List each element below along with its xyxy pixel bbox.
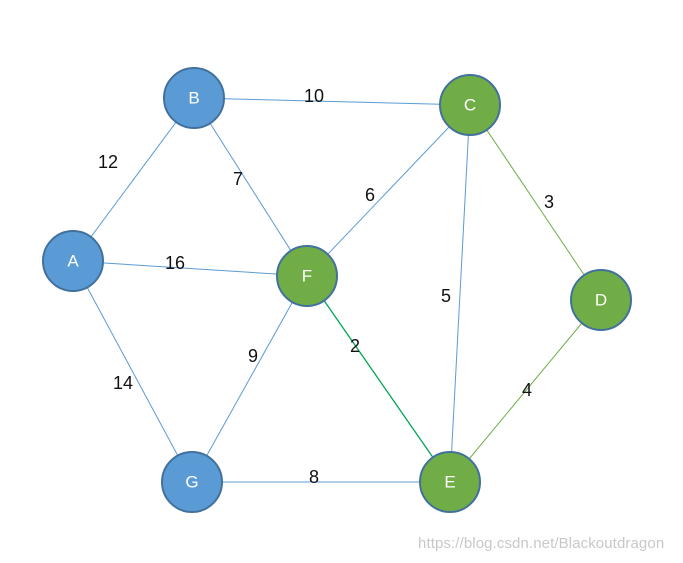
edge-c-d bbox=[469, 104, 602, 301]
node-circle-d bbox=[570, 269, 632, 331]
edge-b-c bbox=[193, 97, 471, 106]
edge-b-f bbox=[193, 97, 308, 277]
edge-weight-a-g: 14 bbox=[113, 373, 133, 393]
node-circle-a bbox=[42, 230, 104, 292]
node-f: F bbox=[276, 245, 338, 307]
node-g: G bbox=[161, 451, 223, 513]
node-label-b: B bbox=[188, 88, 199, 107]
node-circle-c bbox=[439, 74, 501, 136]
edge-weight-g-e: 8 bbox=[309, 467, 319, 487]
edge-weight-b-c: 10 bbox=[304, 86, 324, 106]
node-label-e: E bbox=[444, 472, 455, 491]
edge-a-b bbox=[72, 97, 195, 262]
node-e: E bbox=[419, 451, 481, 513]
node-label-g: G bbox=[185, 472, 198, 491]
edge-weight-f-g: 9 bbox=[248, 346, 258, 366]
edge-weight-b-f: 7 bbox=[233, 169, 243, 189]
node-label-a: A bbox=[67, 251, 79, 270]
edge-weights: 12 10 7 16 14 6 3 5 2 9 8 4 bbox=[98, 86, 554, 487]
node-label-c: C bbox=[464, 95, 476, 114]
edge-weight-c-d: 3 bbox=[544, 192, 554, 212]
edge-weight-a-f: 16 bbox=[165, 253, 185, 273]
edge-weight-c-e: 5 bbox=[441, 286, 451, 306]
nodes: A B C D E F G bbox=[42, 67, 632, 513]
node-d: D bbox=[570, 269, 632, 331]
node-circle-f bbox=[276, 245, 338, 307]
edge-weight-a-b: 12 bbox=[98, 152, 118, 172]
watermark-text: https://blog.csdn.net/Blackoutdragon bbox=[418, 535, 665, 552]
edge-a-g bbox=[72, 260, 193, 483]
edge-a-f bbox=[72, 260, 308, 277]
node-label-d: D bbox=[595, 290, 607, 309]
edge-weight-f-c: 6 bbox=[365, 185, 375, 205]
edge-f-c bbox=[306, 104, 471, 277]
edge-c-e bbox=[449, 104, 471, 483]
node-b: B bbox=[163, 67, 225, 129]
edge-weight-f-e: 2 bbox=[350, 336, 360, 356]
node-circle-g bbox=[161, 451, 223, 513]
edge-d-e bbox=[449, 299, 602, 483]
edge-weight-d-e: 4 bbox=[522, 380, 532, 400]
node-circle-e bbox=[419, 451, 481, 513]
edge-f-g bbox=[191, 275, 308, 483]
node-label-f: F bbox=[302, 266, 312, 285]
edge-f-e bbox=[306, 275, 451, 483]
node-circle-b bbox=[163, 67, 225, 129]
node-a: A bbox=[42, 230, 104, 292]
node-c: C bbox=[439, 74, 501, 136]
edges bbox=[72, 97, 602, 483]
